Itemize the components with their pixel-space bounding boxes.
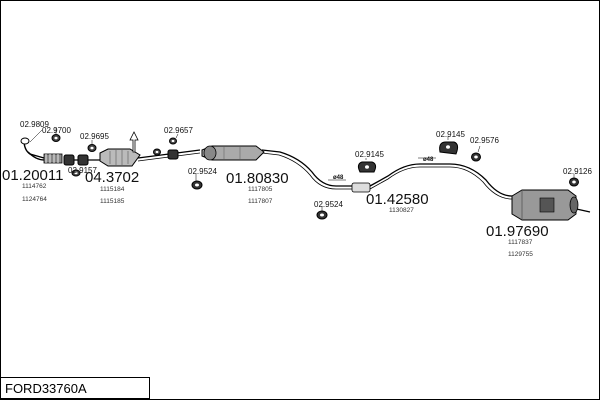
front-downpipe-part bbox=[20, 137, 63, 164]
center-muffler-part bbox=[201, 145, 265, 161]
fitting-label-f10: 02.9576 bbox=[470, 136, 499, 145]
part-number-p4: 01.42580 bbox=[366, 191, 429, 208]
oem-ref-p3-b: 1117807 bbox=[248, 198, 273, 205]
fitting-label-f2: 02.9700 bbox=[42, 126, 71, 135]
clamp-2 bbox=[167, 149, 179, 160]
oem-ref-p1-b: 1124764 bbox=[22, 196, 47, 203]
fitting-label-f4: 02.9157 bbox=[68, 166, 97, 175]
fitting-label-f5: 02.9657 bbox=[164, 126, 193, 135]
rubber-mount-2 bbox=[316, 210, 328, 220]
fitting-label-f7: 02.9145 bbox=[355, 150, 384, 159]
part-number-p2: 04.3702 bbox=[85, 169, 139, 186]
rear-silencer-part bbox=[511, 189, 579, 221]
exhaust-pipe-line-inner bbox=[137, 152, 521, 202]
pipe-size-label-d2: ø48 bbox=[423, 157, 434, 163]
intermediate-pipe-part bbox=[351, 182, 371, 193]
fitting-label-f6: 02.9524 bbox=[188, 167, 217, 176]
fitting-label-f8: 02.9524 bbox=[314, 200, 343, 209]
flange-gasket-1 bbox=[51, 134, 61, 142]
flange-gasket-5 bbox=[169, 137, 177, 145]
fitting-label-f3: 02.9695 bbox=[80, 132, 109, 141]
fitting-label-f1: 02.9809 bbox=[20, 120, 49, 129]
part-number-p3: 01.80830 bbox=[226, 170, 289, 187]
flange-gasket-4 bbox=[153, 148, 161, 156]
rubber-mount-3 bbox=[471, 152, 481, 162]
fitting-label-f9: 02.9145 bbox=[436, 130, 465, 139]
diagram-caption: FORD33760A bbox=[5, 381, 87, 396]
part-number-p5: 01.97690 bbox=[486, 223, 549, 240]
pipe-size-label-d1: ø48 bbox=[333, 175, 344, 181]
oem-ref-p3-a: 1117805 bbox=[248, 186, 273, 193]
oem-ref-p4-a: 1130827 bbox=[389, 207, 414, 214]
flange-gasket-3 bbox=[71, 169, 81, 177]
flange-gasket-2 bbox=[87, 144, 97, 152]
oem-ref-p2-b: 1115185 bbox=[100, 198, 125, 205]
leader-lines bbox=[29, 128, 575, 211]
rubber-mount-4 bbox=[569, 177, 579, 187]
oem-ref-p5-b: 1129755 bbox=[508, 251, 533, 258]
oem-ref-p5-a: 1117837 bbox=[508, 239, 533, 246]
diagram-caption-box: FORD33760A bbox=[0, 377, 150, 399]
rubber-mount-1 bbox=[191, 180, 203, 190]
clamp-1 bbox=[63, 154, 89, 166]
oem-ref-p2-a: 1115184 bbox=[100, 186, 125, 193]
part-number-p1: 01.20011 bbox=[2, 167, 63, 184]
oem-ref-p1-a: 1114762 bbox=[22, 183, 47, 190]
catalytic-converter-part bbox=[99, 131, 141, 167]
exhaust-hanger-1 bbox=[357, 161, 377, 173]
fitting-label-f11: 02.9126 bbox=[563, 167, 592, 176]
exhaust-hanger-2 bbox=[439, 141, 459, 155]
